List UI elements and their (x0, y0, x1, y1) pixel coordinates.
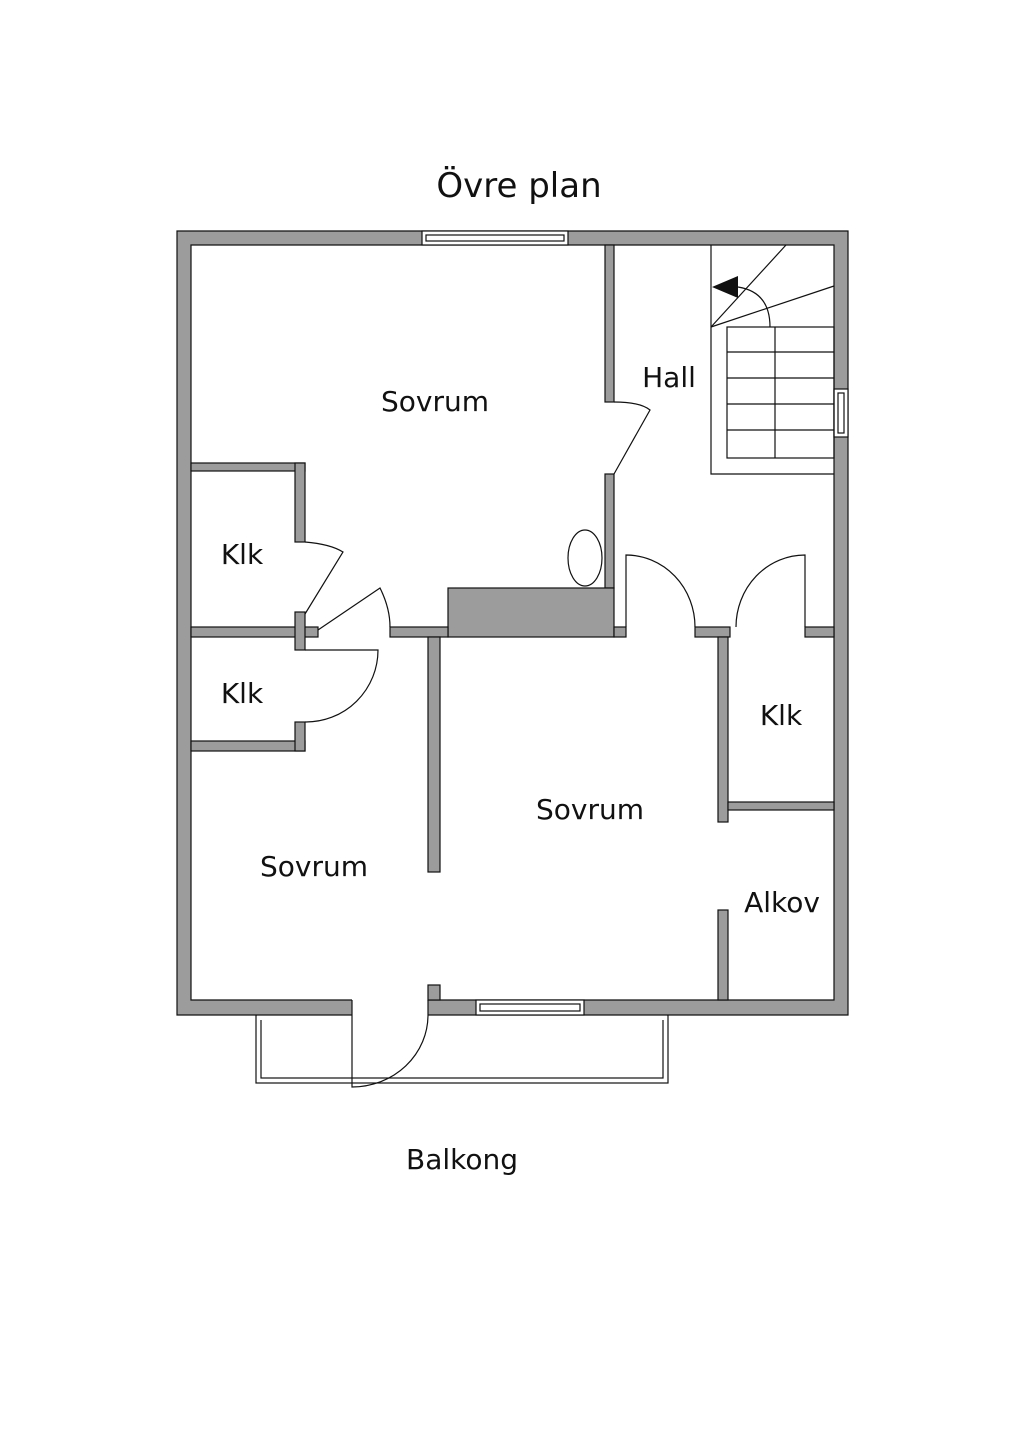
sink-icon (567, 529, 603, 587)
window-top (421, 230, 569, 246)
balcony-door-opening (352, 999, 428, 1016)
balcony (255, 1012, 669, 1084)
room-label-sovrum: Sovrum (260, 850, 368, 883)
window-bottom (475, 999, 585, 1016)
room-label-klk: Klk (760, 699, 803, 732)
room-label-hall: Hall (642, 361, 696, 394)
plan-title: Övre plan (436, 165, 601, 206)
doors (304, 401, 806, 1088)
room-label-alkov: Alkov (744, 886, 820, 919)
staircase (710, 244, 835, 475)
room-label-sovrum: Sovrum (381, 385, 489, 418)
room-label-sovrum: Sovrum (536, 793, 644, 826)
room-label-balkong: Balkong (406, 1143, 518, 1176)
room-labels: Sovrum Hall Klk Klk Sovrum Sovrum Klk Al… (221, 361, 820, 1176)
stair-direction-arrow-icon (712, 276, 738, 298)
interior-walls (190, 244, 835, 1001)
room-label-klk: Klk (221, 538, 264, 571)
room-label-klk: Klk (221, 677, 264, 710)
window-right (833, 388, 849, 438)
